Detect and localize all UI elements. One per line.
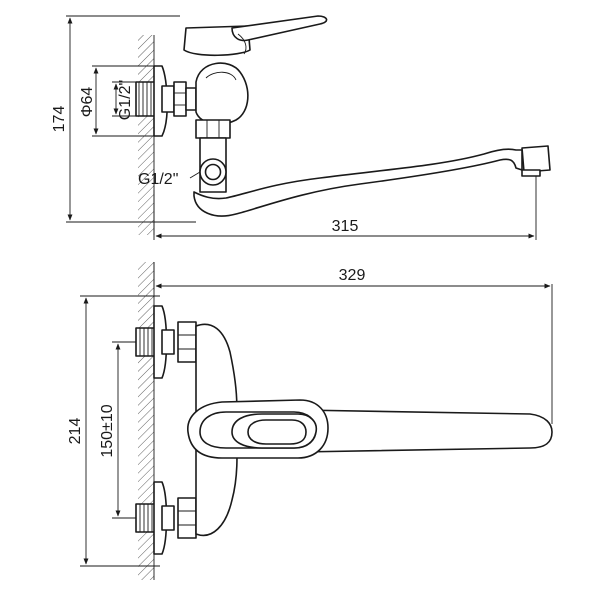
top-stem-nut bbox=[195, 119, 231, 139]
bottom-spout bbox=[299, 409, 553, 453]
top-thread-upper-label: G1/2" bbox=[117, 80, 134, 120]
top-view: 174 Φ64 G1/2" G1/2" 315 bbox=[51, 15, 551, 240]
bottom-spacing-label: 150±10 bbox=[99, 404, 116, 457]
top-spout-tip bbox=[521, 145, 551, 173]
top-spout bbox=[193, 148, 523, 217]
top-diameter-label: Φ64 bbox=[79, 87, 96, 118]
top-spout-connector-inner bbox=[204, 163, 222, 181]
top-body-contour bbox=[205, 71, 237, 81]
top-wall-hatch bbox=[138, 35, 154, 235]
top-thread-lower-leader bbox=[189, 171, 201, 179]
top-thread-lower-label: G1/2" bbox=[138, 171, 178, 188]
bottom-view: 329 214 150±10 bbox=[67, 262, 553, 580]
top-nut bbox=[161, 81, 197, 117]
bottom-upper-inlet bbox=[135, 305, 197, 379]
top-length-label: 315 bbox=[332, 218, 359, 235]
top-lever bbox=[231, 15, 328, 42]
bottom-lever-grip-inner bbox=[247, 419, 307, 445]
top-height-label: 174 bbox=[51, 106, 68, 133]
bottom-length-label: 329 bbox=[339, 267, 366, 284]
bottom-lower-inlet bbox=[135, 481, 197, 555]
top-wall-pipe bbox=[135, 81, 157, 117]
bottom-height-label: 214 bbox=[67, 418, 84, 445]
top-aerator bbox=[521, 169, 541, 177]
top-lever-contour bbox=[237, 33, 247, 55]
